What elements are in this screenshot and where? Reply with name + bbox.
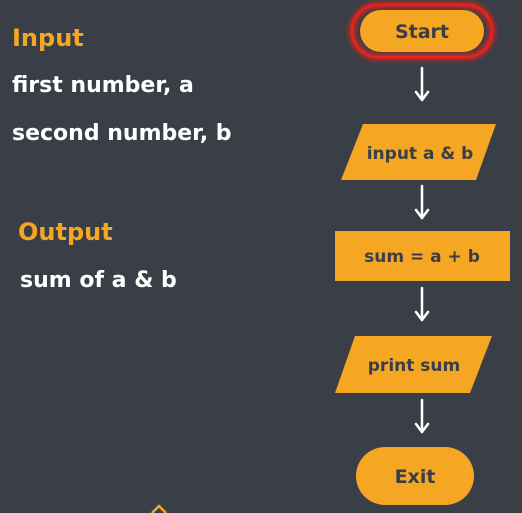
start-label: Start (395, 21, 449, 43)
arrow-output-to-exit (414, 398, 430, 434)
arrow-input-to-process (414, 184, 430, 220)
start-highlight-ring (350, 3, 494, 59)
output-shape (335, 336, 492, 393)
process-label: sum = a + b (364, 247, 480, 267)
input-line-a: first number, a (12, 73, 194, 98)
input-shape (341, 124, 496, 180)
node-exit: Exit (356, 447, 474, 505)
node-output: print sum (335, 336, 492, 393)
node-start: Start (349, 2, 495, 60)
output-line-sum: sum of a & b (20, 268, 177, 293)
start-shape (360, 10, 484, 52)
node-input: input a & b (341, 124, 496, 180)
arrow-start-to-input (414, 66, 430, 102)
node-process: sum = a + b (335, 231, 510, 281)
output-heading: Output (18, 218, 113, 246)
input-label: input a & b (367, 144, 474, 164)
input-heading: Input (12, 24, 84, 52)
input-line-b: second number, b (12, 121, 232, 146)
exit-shape (356, 447, 474, 505)
process-shape (335, 231, 510, 281)
arrow-process-to-output (414, 286, 430, 322)
exit-label: Exit (395, 466, 436, 488)
output-label: print sum (368, 356, 460, 376)
cursor-fragment-icon (151, 504, 167, 513)
